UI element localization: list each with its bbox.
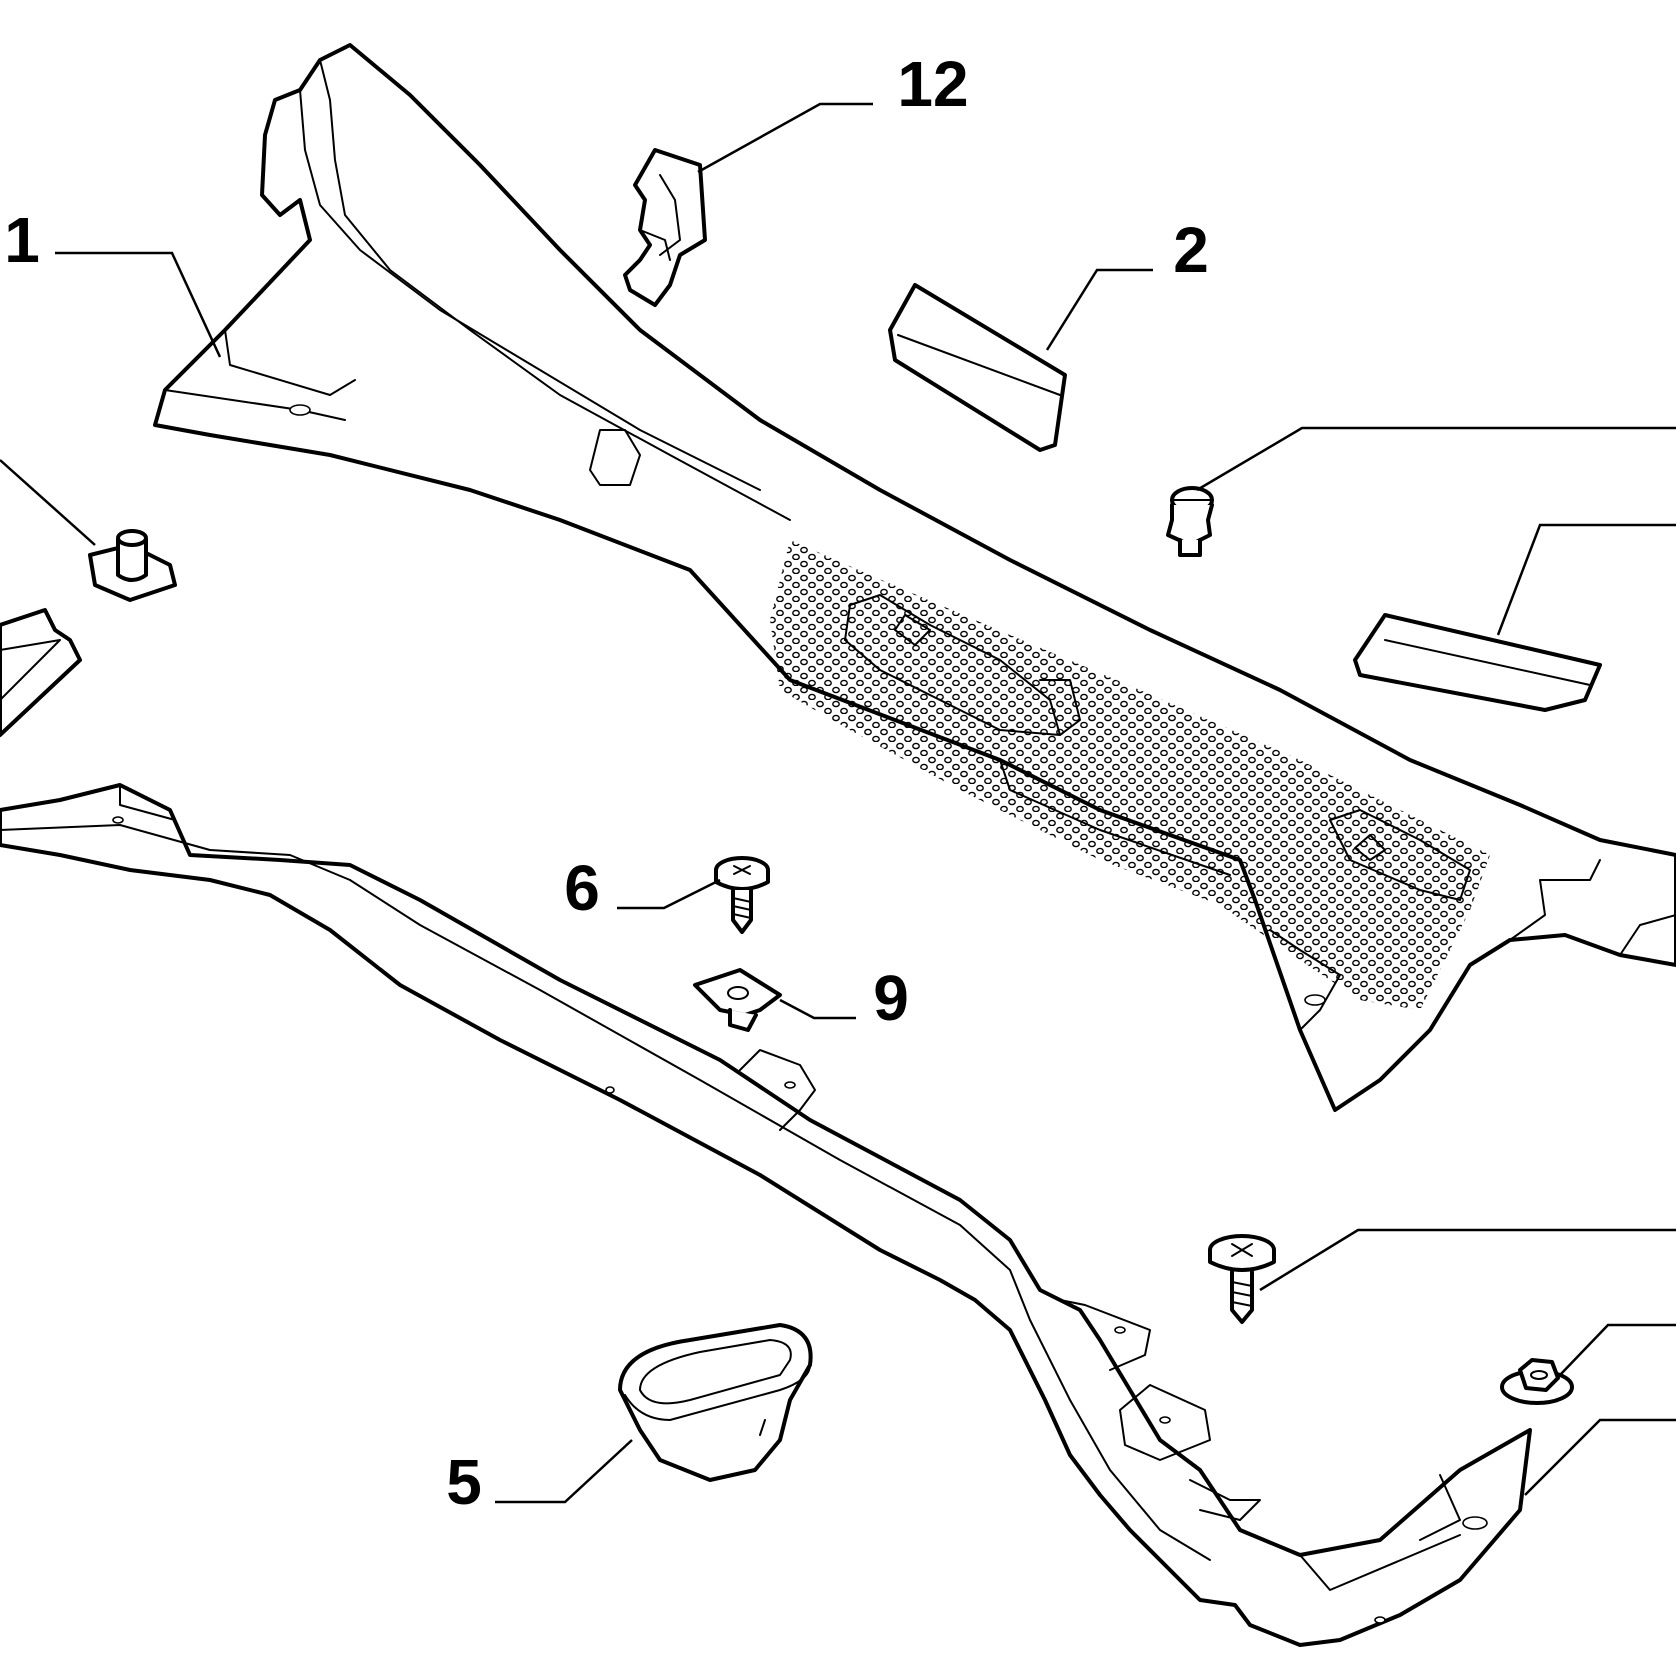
callout-5: 5 xyxy=(446,1446,482,1518)
callout-labels: 1 12 2 6 9 5 xyxy=(4,48,1209,1518)
callout-9: 9 xyxy=(873,962,909,1034)
weld-nut-left xyxy=(88,529,177,602)
leader-bracket xyxy=(1524,1418,1676,1496)
grommet-part-5 xyxy=(618,1323,813,1482)
leader-left-nut xyxy=(0,459,96,546)
flange-nut-right xyxy=(1500,1358,1574,1405)
push-clip-fastener xyxy=(1166,486,1214,557)
leader-1 xyxy=(55,251,222,358)
leader-pad-right xyxy=(1496,523,1676,636)
callout-1: 1 xyxy=(4,204,40,276)
callout-6: 6 xyxy=(564,852,600,924)
leader-5 xyxy=(495,1439,633,1504)
leader-12 xyxy=(697,102,873,174)
lower-crossmember xyxy=(0,783,1532,1647)
callout-12: 12 xyxy=(897,48,968,120)
leader-9 xyxy=(779,998,856,1020)
screw-part-6 xyxy=(714,856,770,934)
leader-6 xyxy=(617,878,721,910)
leader-lines xyxy=(0,102,1676,1504)
clip-part-12 xyxy=(623,148,707,307)
pad-part-2 xyxy=(888,283,1067,452)
leader-2 xyxy=(1045,268,1153,351)
leader-flange-nut xyxy=(1559,1323,1676,1376)
leader-screw-right xyxy=(1259,1228,1676,1292)
callout-2: 2 xyxy=(1173,214,1209,286)
pad-right xyxy=(1353,613,1602,712)
rail-fragment-left xyxy=(0,608,82,737)
clip-nut-part-9 xyxy=(693,968,782,1032)
screw-right xyxy=(1208,1234,1276,1324)
leader-clip-fastener xyxy=(1196,426,1676,492)
